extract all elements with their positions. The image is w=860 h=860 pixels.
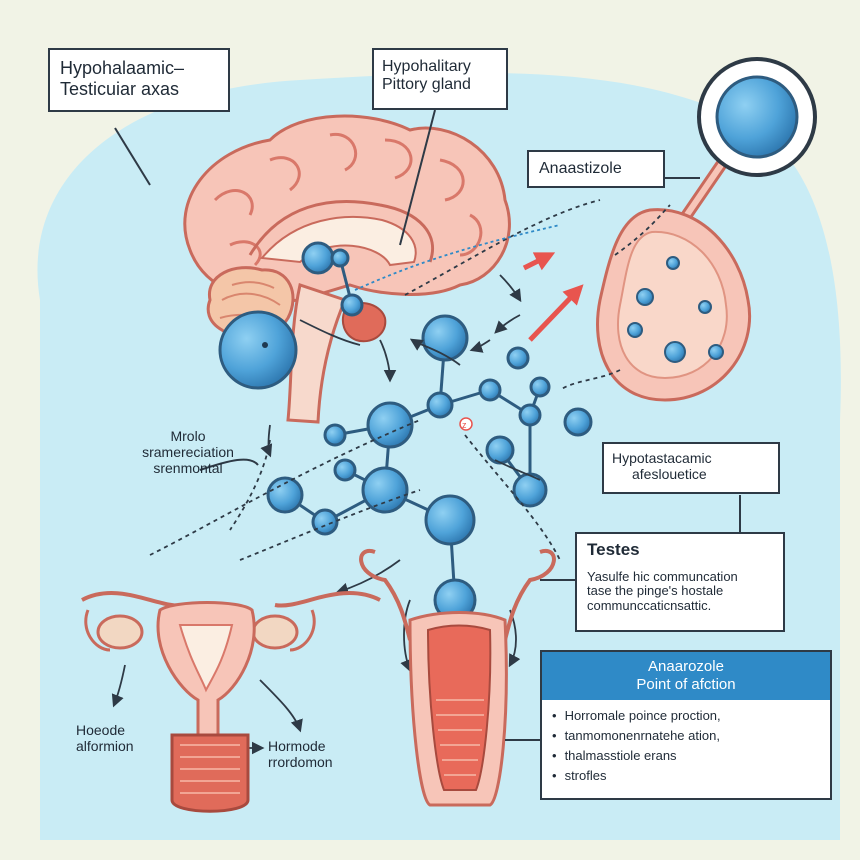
- connectors: [111, 199, 671, 755]
- point-of-action-item: strofles: [552, 768, 820, 783]
- bottom-mid-label: Hormode rrordomon: [268, 738, 388, 770]
- molecule-large: [218, 310, 298, 390]
- testes-title: Testes: [587, 540, 640, 559]
- left-note: Mrolo sramereciation srenmontal: [108, 428, 268, 476]
- bottom-mid-line-2: rrordomon: [268, 754, 333, 771]
- leader-lines: [114, 109, 741, 741]
- drug-label-box: Anaastizole: [527, 150, 665, 188]
- bottom-left-line-2: alformion: [76, 738, 134, 755]
- bottom-mid-line-1: Hormode: [268, 738, 326, 754]
- point-of-action-title-1: Anaarozole: [648, 658, 724, 675]
- uterus: [81, 591, 381, 813]
- left-note-line-2: sramereciation: [142, 444, 234, 461]
- point-of-action-item: tanmomonenrnatehe ation,: [552, 728, 820, 743]
- hypo-label-line-1: Hypotastacamic: [612, 450, 712, 466]
- drug-label: Anaastizole: [539, 160, 622, 177]
- red-arrows: [522, 252, 584, 342]
- point-of-action-item: Horromale poince proction,: [552, 708, 820, 723]
- axis-title-line-2: Testicuiar axas: [60, 78, 180, 99]
- pituitary-label-line-2: Pittory gland: [382, 76, 471, 94]
- point-of-action-list: Horromale poince proction, tanmomonenrna…: [542, 708, 830, 783]
- left-note-line-3: srenmontal: [153, 460, 223, 477]
- gland: [596, 57, 817, 402]
- bottom-left-label: Hoeode alformion: [76, 722, 186, 754]
- point-of-action-item: thalmasstiole erans: [552, 748, 820, 763]
- point-of-action-box: Anaarozole Point of afction Horromale po…: [540, 650, 832, 800]
- axis-title-line-1: Hypohalaamic–: [60, 58, 185, 78]
- testes-line-1: Yasulfe hic communcation: [587, 568, 738, 584]
- reproductive-tract: [359, 548, 556, 807]
- pituitary-label-box: Hypohalitary Pittory gland: [372, 48, 508, 110]
- testes-box: Testes Yasulfe hic communcation tase the…: [575, 532, 785, 632]
- testes-line-3: communccaticnsattic.: [587, 598, 712, 614]
- axis-title-box: Hypohalaamic– Testicuiar axas: [48, 48, 230, 112]
- hypo-label-box: Hypotastacamic afeslouetice: [602, 442, 780, 494]
- svg-text:z: z: [462, 420, 467, 430]
- testes-line-2: tase the pinge's hostale: [587, 583, 724, 599]
- molecules: [266, 241, 593, 622]
- point-of-action-title-2: Point of afction: [636, 676, 736, 693]
- bottom-left-line-1: Hoeode: [76, 722, 126, 738]
- left-note-line-1: Mrolo: [170, 428, 206, 444]
- pituitary-label-line-1: Hypohalitary: [382, 58, 471, 75]
- point-of-action-header: Anaarozole Point of afction: [542, 652, 830, 700]
- hypo-label-line-2: afeslouetice: [632, 466, 707, 483]
